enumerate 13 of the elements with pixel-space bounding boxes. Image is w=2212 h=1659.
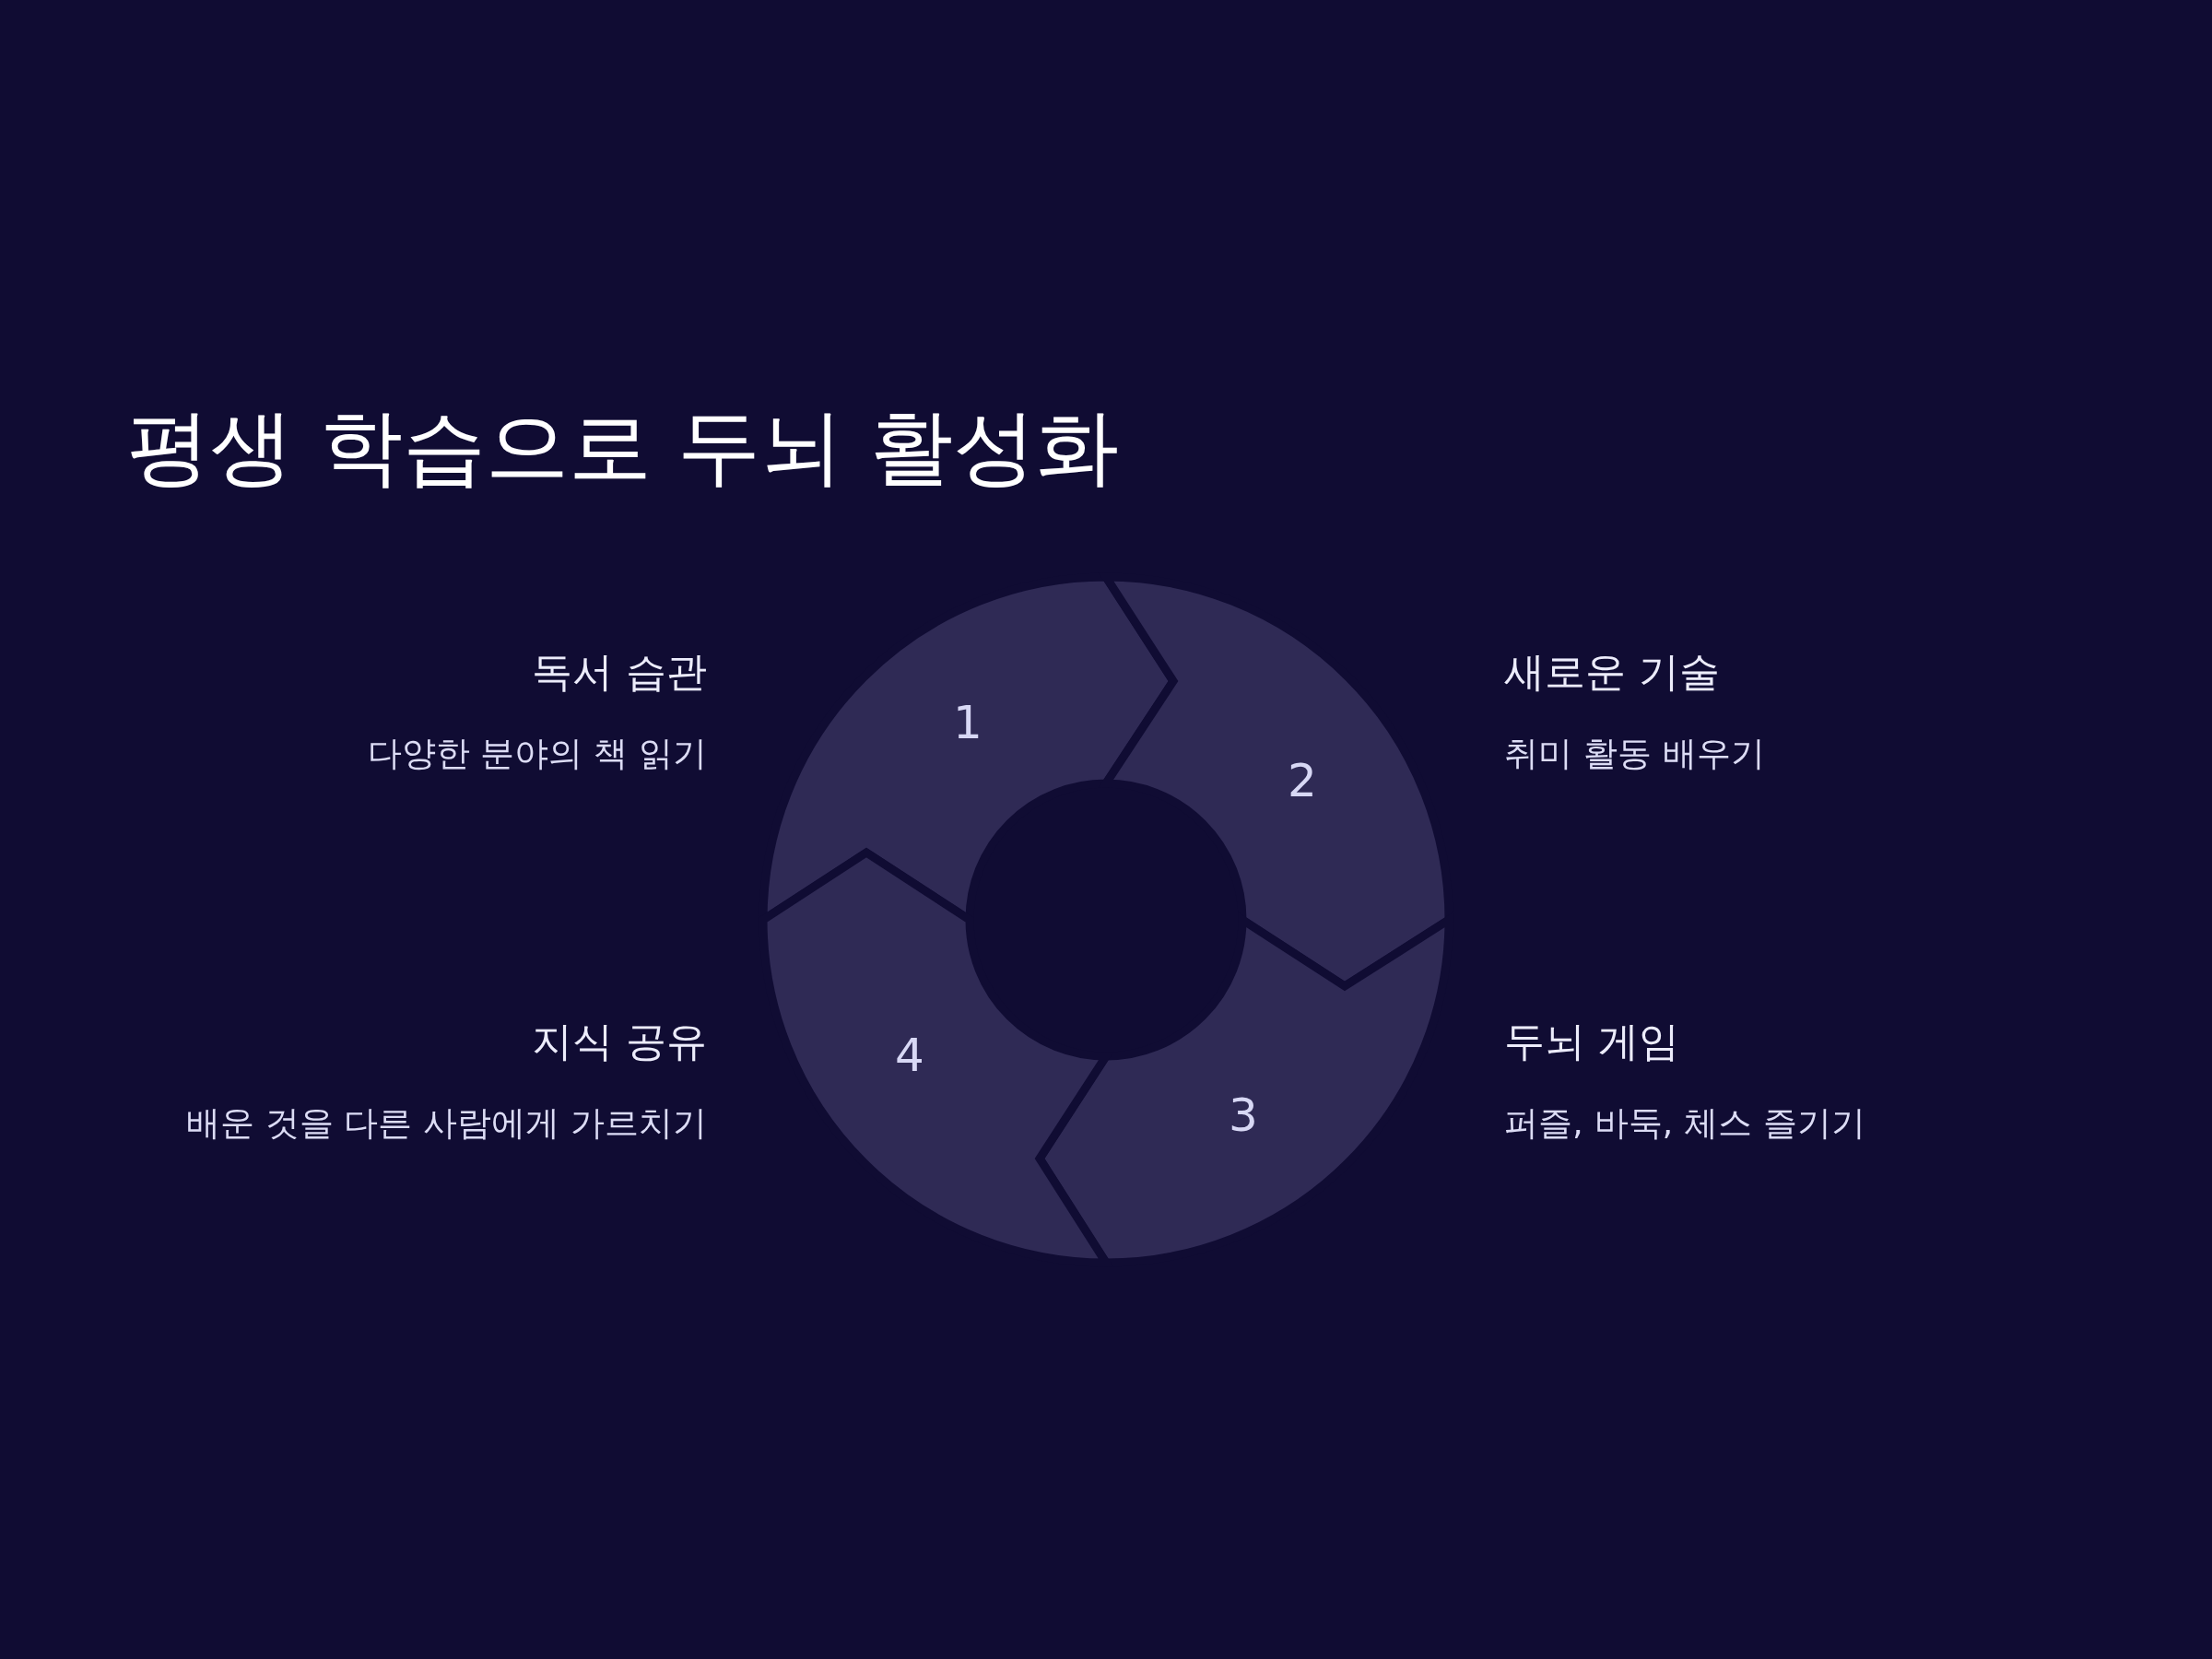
step-heading: 독서 습관 <box>532 647 707 697</box>
title: 평생 학습으로 두뇌 활성화 <box>127 397 1119 497</box>
step-description: 배운 것을 다른 사람에게 가르치기 <box>185 1102 707 1145</box>
step-number: 1 <box>953 696 982 749</box>
step-number: 4 <box>895 1029 924 1082</box>
step-heading: 지식 공유 <box>532 1017 707 1066</box>
step-description: 퍼즐, 바둑, 체스 즐기기 <box>1504 1102 1865 1145</box>
step-number: 2 <box>1288 754 1317 807</box>
step-heading: 두뇌 게임 <box>1504 1017 1679 1066</box>
step-description: 다양한 분야의 책 읽기 <box>367 733 707 775</box>
step-description: 취미 활동 배우기 <box>1504 733 1765 775</box>
step-number: 3 <box>1229 1088 1258 1142</box>
step-heading: 새로운 기술 <box>1504 647 1720 697</box>
